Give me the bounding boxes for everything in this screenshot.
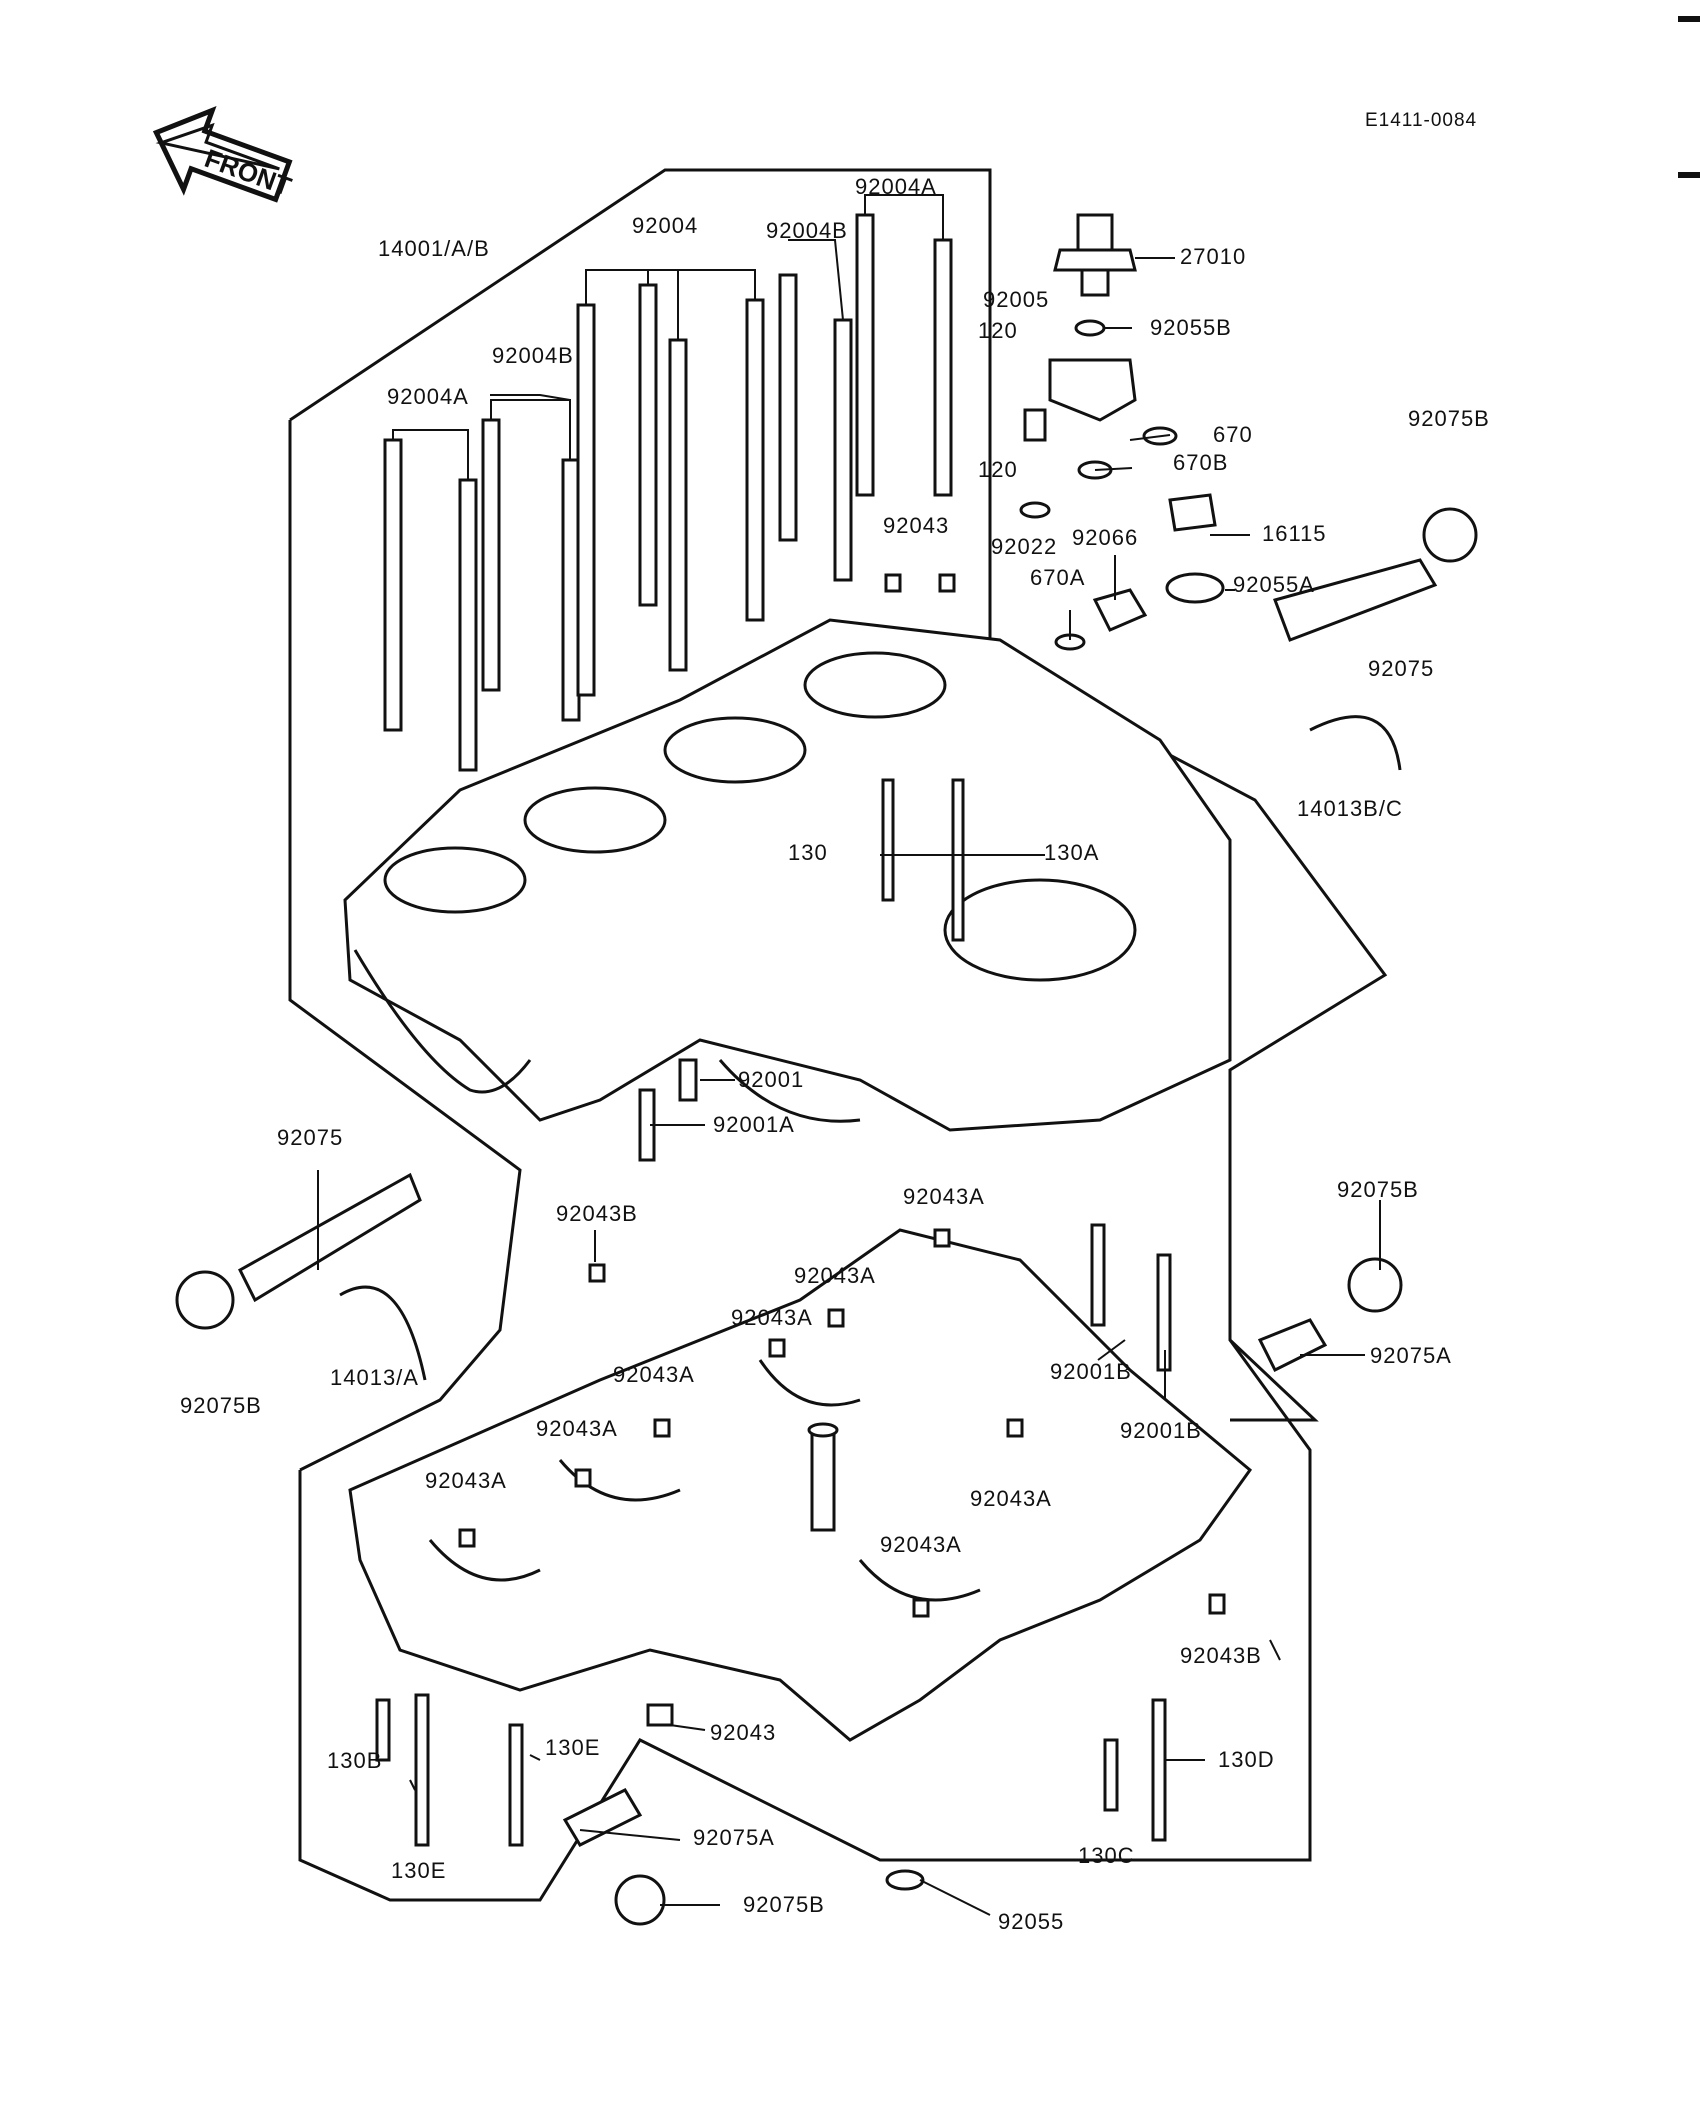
part-label: 670A <box>1030 565 1086 590</box>
part-label: 92001B <box>1120 1418 1202 1443</box>
part-label: 130B <box>327 1748 383 1773</box>
oil-pressure-switch-parts <box>1019 213 1478 771</box>
part-label: 92043A <box>613 1362 695 1387</box>
part-label: 92043A <box>425 1468 507 1493</box>
front-arrow: FRONT <box>152 106 295 203</box>
lower-crankcase <box>348 1228 1253 1742</box>
part-label: 130C <box>1078 1843 1135 1868</box>
part-label: 92001 <box>738 1067 805 1092</box>
part-label: 130E <box>391 1858 447 1883</box>
part-label: 27010 <box>1180 244 1247 269</box>
upper-crankcase-group-outline-left <box>288 420 522 1472</box>
dowel-pins <box>458 573 1226 1727</box>
part-label: 670B <box>1173 450 1229 475</box>
part-label: 92066 <box>1072 525 1139 550</box>
crankcase-bolts <box>375 778 1172 1847</box>
part-label: 92043A <box>794 1263 876 1288</box>
part-label: 92043B <box>1180 1643 1262 1668</box>
part-label: 92004B <box>492 343 574 368</box>
edge-mark <box>1678 172 1700 178</box>
part-label: 92075 <box>1368 656 1435 681</box>
part-label: 92001A <box>713 1112 795 1137</box>
part-label: 92075 <box>277 1125 344 1150</box>
part-label: 92043A <box>880 1532 962 1557</box>
part-label: 92022 <box>991 534 1058 559</box>
part-label: 130A <box>1044 840 1100 865</box>
part-label: 92075A <box>1370 1343 1452 1368</box>
part-label: 92043B <box>556 1201 638 1226</box>
part-label: 92075B <box>743 1892 825 1917</box>
edge-mark <box>1678 16 1700 22</box>
part-label: 92001B <box>1050 1359 1132 1384</box>
part-label: 92055B <box>1150 315 1232 340</box>
part-label: 92004 <box>632 213 699 238</box>
part-label: 92043A <box>970 1486 1052 1511</box>
stud-leader-lines <box>392 194 944 480</box>
part-label: 92043 <box>710 1720 777 1745</box>
part-label: 120 <box>978 457 1018 482</box>
part-label: 92055A <box>1233 572 1315 597</box>
part-label: 130D <box>1218 1747 1275 1772</box>
cylinder-studs <box>383 213 953 772</box>
part-label: 92075B <box>180 1393 262 1418</box>
left-side-parts <box>175 1172 1403 1926</box>
part-label: 14001/A/B <box>378 236 490 261</box>
part-label: 14013B/C <box>1297 796 1403 821</box>
part-label: 92075B <box>1408 406 1490 431</box>
part-label: 92043A <box>536 1416 618 1441</box>
part-label: 130 <box>788 840 828 865</box>
part-label: 92004A <box>387 384 469 409</box>
part-label: 14013/A <box>330 1365 419 1390</box>
upper-crankcase-group-outline <box>289 168 1388 1422</box>
part-label: 92043A <box>903 1184 985 1209</box>
label-leader-lines <box>317 257 1381 1916</box>
part-label: 92004A <box>855 174 937 199</box>
part-label: 92005 <box>983 287 1050 312</box>
part-label: 92055 <box>998 1909 1065 1934</box>
part-label: 92043 <box>883 513 950 538</box>
part-label: 130E <box>545 1735 601 1760</box>
part-label: 92043A <box>731 1305 813 1330</box>
lower-crankcase-group-outline <box>298 1339 1312 1902</box>
part-label: 120 <box>978 318 1018 343</box>
part-label: 92075A <box>693 1825 775 1850</box>
part-label: 16115 <box>1262 521 1327 546</box>
upper-crankcase <box>343 618 1232 1132</box>
document-id: E1411-0084 <box>1365 110 1478 131</box>
part-label: 92075B <box>1337 1177 1419 1202</box>
part-label: 92004B <box>766 218 848 243</box>
part-label: 670 <box>1213 422 1253 447</box>
